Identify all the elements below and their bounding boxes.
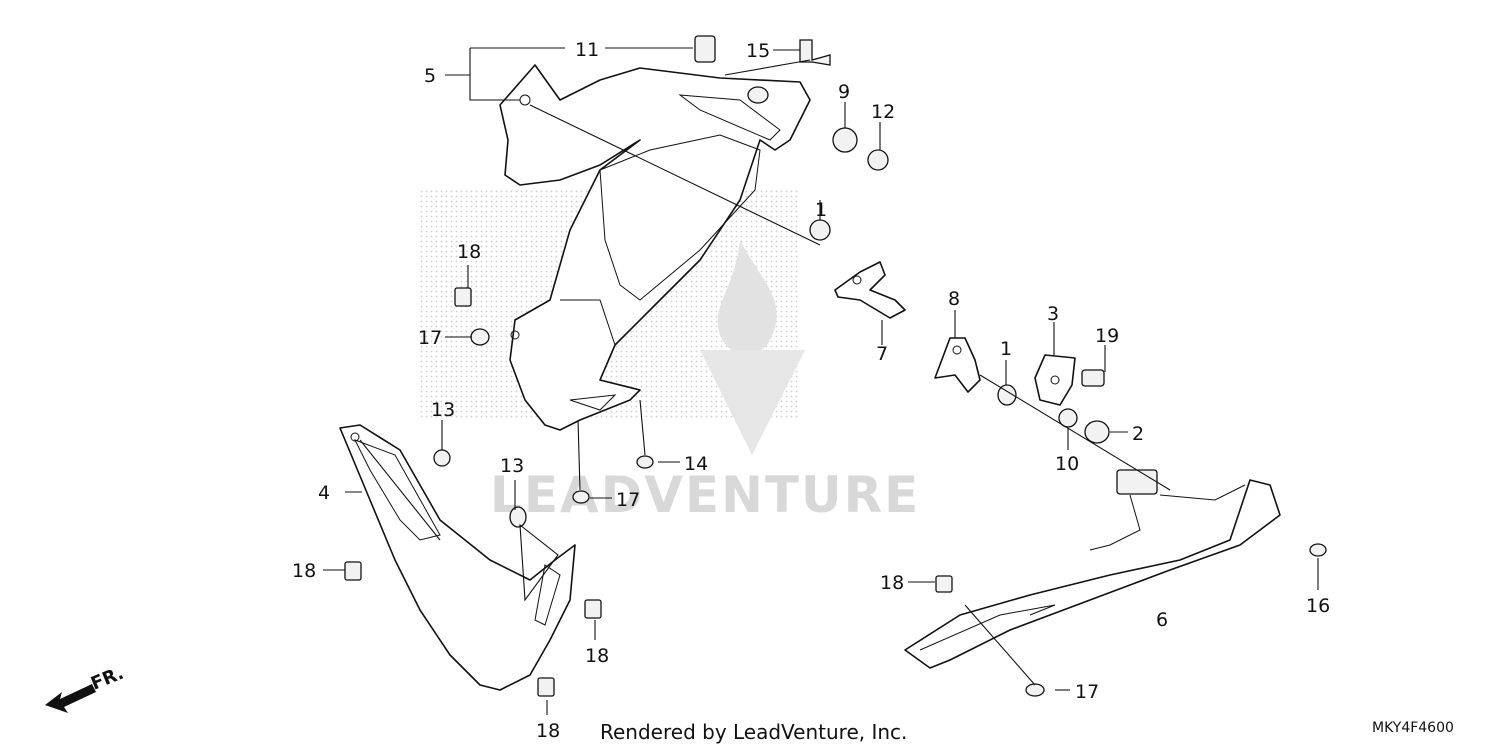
- part-11-clip[interactable]: [694, 35, 716, 63]
- part-8-bracket[interactable]: [934, 337, 981, 393]
- callout-10: 10: [1055, 453, 1079, 475]
- callout-14: 14: [684, 453, 708, 475]
- callout-16: 16: [1306, 595, 1330, 617]
- part-17-bolt-c[interactable]: [1025, 683, 1045, 697]
- part-12-collar[interactable]: [867, 149, 889, 171]
- part-4-left-lower-cowl[interactable]: [339, 424, 576, 691]
- part-3-stay-plate[interactable]: [1034, 354, 1076, 406]
- callouts: 11 5 15 9 12 1 18 17 7 8 3 19 1 13 2 10 …: [292, 39, 1330, 742]
- callout-12: 12: [871, 101, 895, 123]
- callout-18-e: 18: [536, 720, 560, 742]
- callout-18-c: 18: [585, 645, 609, 667]
- callout-1-lower: 1: [1000, 338, 1012, 360]
- callout-5: 5: [424, 65, 436, 87]
- part-16-bolt[interactable]: [1309, 543, 1327, 557]
- watermark-v-icon: [700, 350, 805, 455]
- part-2-grommet[interactable]: [1084, 420, 1110, 444]
- part-18-clip-a[interactable]: [454, 287, 472, 307]
- part-18-clip-e[interactable]: [935, 575, 953, 593]
- part-18-clip-d[interactable]: [537, 677, 555, 697]
- part-13-clip-a[interactable]: [433, 449, 451, 467]
- callout-18-d: 18: [880, 572, 904, 594]
- callout-1-upper: 1: [815, 199, 827, 221]
- watermark-text: LEADVENTURE: [490, 466, 920, 524]
- callout-6: 6: [1156, 609, 1168, 631]
- part-18-clip-c[interactable]: [584, 599, 602, 619]
- part-1-washer-lower[interactable]: [997, 384, 1017, 406]
- callout-3: 3: [1047, 303, 1059, 325]
- front-arrow-icon: [45, 684, 96, 713]
- part-14-screw[interactable]: [636, 455, 654, 469]
- part-13-clip-b[interactable]: [509, 506, 527, 528]
- part-17-bolt-b[interactable]: [572, 490, 590, 504]
- watermark-flame-icon: [717, 240, 777, 355]
- callout-9: 9: [838, 81, 850, 103]
- callout-13-b: 13: [500, 455, 524, 477]
- callout-19: 19: [1095, 325, 1119, 347]
- part-7-bracket[interactable]: [834, 261, 906, 319]
- leader-lines: [323, 47, 1319, 715]
- callout-17-c: 17: [1075, 681, 1099, 703]
- part-17-bolt-a[interactable]: [470, 328, 490, 346]
- front-direction-indicator: FR.: [45, 663, 127, 713]
- part-19-bolt[interactable]: [1081, 369, 1105, 387]
- callout-17-b: 17: [616, 489, 640, 511]
- callout-4: 4: [318, 482, 330, 504]
- part-15-bolt[interactable]: [799, 39, 831, 66]
- callout-18-b: 18: [292, 560, 316, 582]
- callout-8: 8: [948, 288, 960, 310]
- grommet-upper[interactable]: [747, 86, 769, 104]
- part-9-grommet[interactable]: [832, 127, 858, 153]
- part-5-inner-cowl[interactable]: [499, 64, 811, 431]
- callout-7: 7: [876, 343, 888, 365]
- callout-11: 11: [575, 39, 599, 61]
- callout-15: 15: [746, 40, 770, 62]
- front-direction-label: FR.: [88, 663, 127, 695]
- part-6-right-lower-cowl[interactable]: [904, 469, 1281, 669]
- part-18-clip-b[interactable]: [344, 561, 362, 581]
- callout-18-a: 18: [457, 241, 481, 263]
- diagram-code: MKY4F4600: [1372, 720, 1454, 736]
- part-10-collar[interactable]: [1058, 408, 1078, 428]
- part-1-washer-upper[interactable]: [809, 219, 831, 241]
- render-credit: Rendered by LeadVenture, Inc.: [600, 720, 907, 744]
- callout-13-a: 13: [431, 399, 455, 421]
- callout-2: 2: [1132, 423, 1144, 445]
- callout-17-a: 17: [418, 327, 442, 349]
